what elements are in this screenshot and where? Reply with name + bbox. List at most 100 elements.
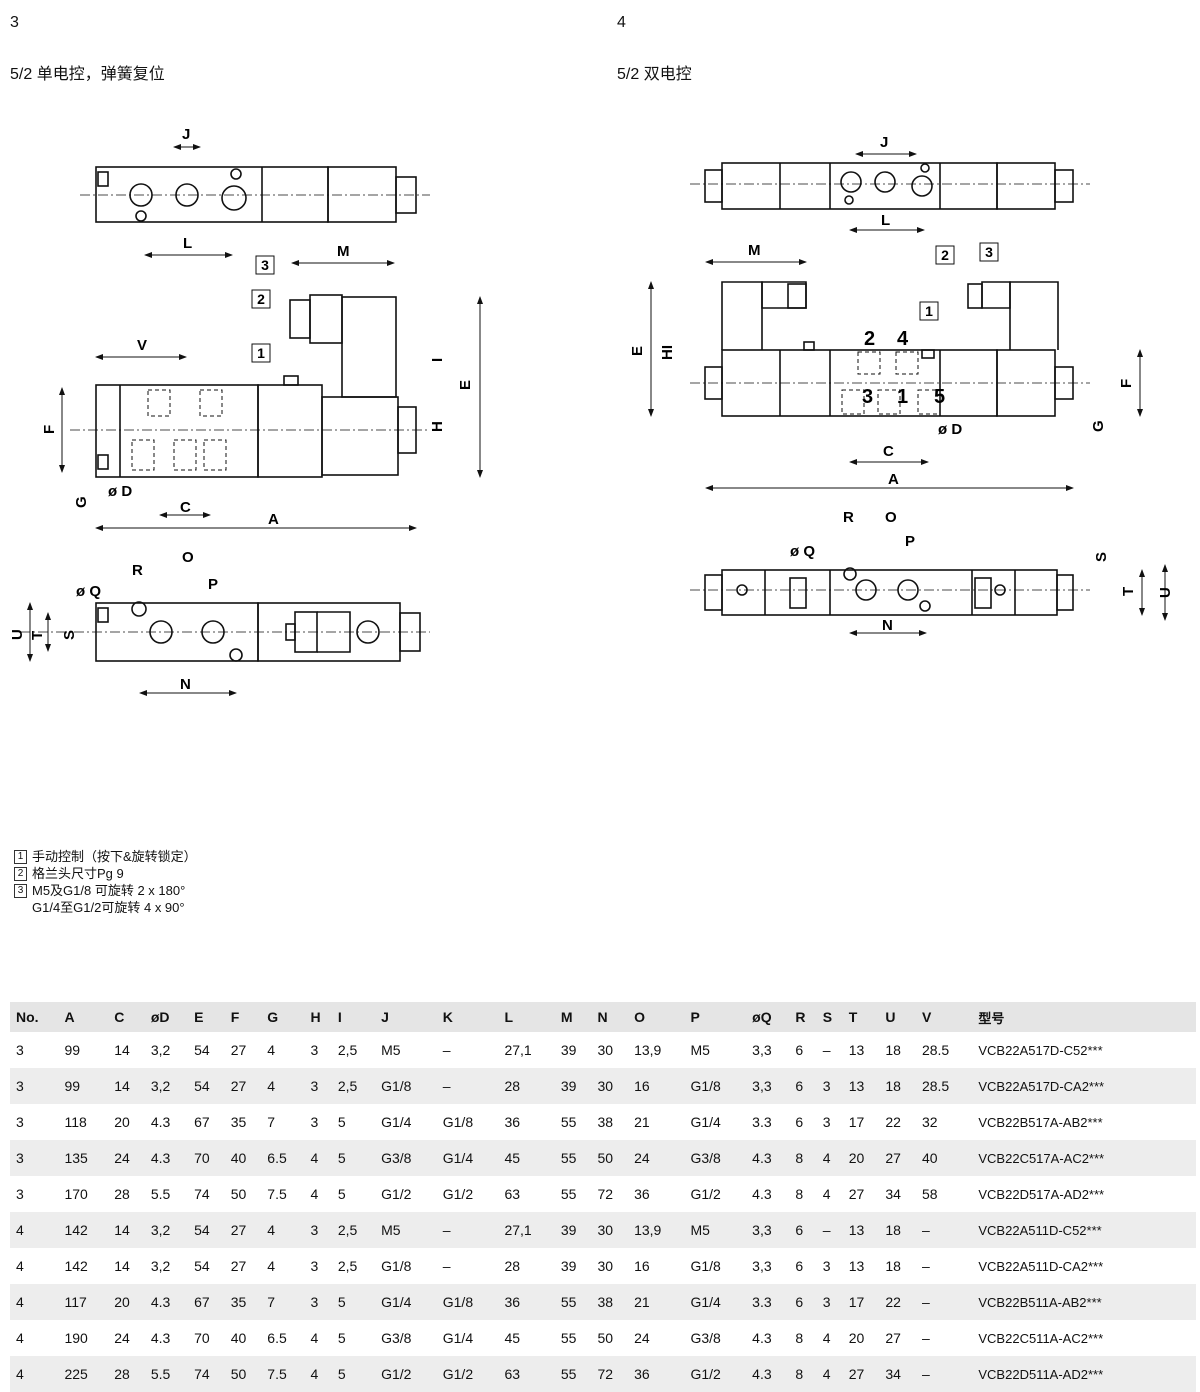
table-cell: G1/4 [436, 1140, 499, 1176]
table-cell: 7 [267, 1114, 276, 1130]
table-cell: 24 [634, 1330, 650, 1346]
table-cell: 4 [16, 1258, 24, 1274]
table-cell: 34 [885, 1186, 901, 1202]
port-1: 1 [897, 386, 908, 408]
table-cell: 63 [498, 1356, 555, 1392]
column-header: N [591, 1002, 629, 1032]
s4-top-view [690, 162, 1090, 210]
column-header: F [224, 1002, 262, 1032]
table-cell: 30 [591, 1068, 629, 1104]
table-cell: 18 [885, 1258, 901, 1274]
port-numbers: 2 4 3 1 5 [862, 328, 945, 408]
table-cell: 3,2 [150, 1258, 171, 1274]
port-3: 3 [862, 386, 873, 408]
table-cell: 7 [261, 1284, 305, 1320]
table-cell: 3.3 [746, 1284, 790, 1320]
s3-bottom-view [20, 601, 430, 662]
table-cell: G3/8 [684, 1140, 747, 1176]
table-cell: 2,5 [337, 1258, 358, 1274]
table-cell: 50 [597, 1330, 614, 1346]
column-header: M [554, 1002, 592, 1032]
s4-label-e: E [629, 346, 646, 356]
column-header: L [498, 1002, 555, 1032]
table-cell: 30 [591, 1212, 629, 1248]
s3-label-m: M [337, 243, 350, 260]
column-header: A [58, 1002, 109, 1032]
s4-label-n: N [882, 617, 893, 634]
table-cell: 28.5 [921, 1042, 950, 1058]
table-cell: G1/2 [375, 1356, 437, 1392]
section-4-title: 5/2 双电控 [617, 66, 692, 83]
table-cell: 35 [230, 1114, 247, 1130]
table-cell: G1/4 [442, 1330, 474, 1346]
table-cell: 39 [560, 1258, 577, 1274]
table-cell: 3,2 [150, 1042, 171, 1058]
table-cell: 8 [795, 1186, 804, 1202]
table-cell: M5 [381, 1042, 401, 1058]
dimension-labels: J L M V E I H F G ø D C A R O P ø Q N U … [9, 126, 1174, 693]
s3-label-a: A [268, 511, 279, 528]
table-cell: 3 [16, 1114, 24, 1130]
s3-label-t: T [29, 631, 46, 640]
s3-callout-2: 2 [257, 291, 265, 307]
callouts: 3 2 1 2 3 1 [251, 242, 999, 363]
s3-label-p: P [208, 576, 218, 593]
column-header: O [628, 1002, 685, 1032]
column-header: T [842, 1002, 880, 1032]
table-cell: 24 [628, 1140, 685, 1176]
table-cell: G3/8 [690, 1330, 721, 1346]
table-cell: 13 [848, 1258, 865, 1274]
port-5: 5 [934, 386, 945, 408]
column-header: øQ [746, 1002, 790, 1032]
table-cell: 21 [628, 1284, 685, 1320]
table-cell: 13 [842, 1212, 880, 1248]
table-cell: 2,5 [331, 1068, 376, 1104]
table-cell: 36 [634, 1186, 650, 1202]
s3-label-i: I [429, 358, 446, 362]
table-cell: 225 [58, 1356, 109, 1392]
table-cell: 6 [795, 1114, 804, 1130]
table-cell: G1/4 [690, 1114, 721, 1130]
table-cell: VCB22D511A-AD2*** [972, 1356, 1196, 1392]
table-cell: 4 [261, 1212, 305, 1248]
table-cell: 14 [114, 1042, 130, 1058]
table-cell: 6 [789, 1212, 817, 1248]
s3-front-view [70, 294, 430, 478]
table-cell: 28.5 [915, 1068, 973, 1104]
table-cell: 7.5 [261, 1356, 305, 1392]
table-cell: 27 [885, 1330, 901, 1346]
table-cell: 24 [108, 1140, 145, 1176]
table-cell: 3,2 [144, 1068, 189, 1104]
table-cell: 22 [879, 1284, 916, 1320]
table-cell: 4.3 [746, 1356, 790, 1392]
s4-label-p: P [905, 533, 915, 550]
table-cell: 27 [230, 1042, 247, 1058]
table-cell: 3,2 [144, 1212, 189, 1248]
table-cell: 17 [848, 1114, 865, 1130]
table-cell: 3,3 [752, 1042, 772, 1058]
s4-label-q: ø Q [790, 543, 815, 560]
table-cell: 27,1 [504, 1042, 532, 1058]
table-cell: 4 [816, 1356, 843, 1392]
s3-label-h: H [429, 421, 446, 432]
table-cell: M5 [690, 1042, 710, 1058]
table-cell: 3 [816, 1068, 843, 1104]
table-cell: 50 [230, 1186, 247, 1202]
column-header: E [188, 1002, 225, 1032]
table-cell: 4 [261, 1068, 305, 1104]
table-cell: 5 [331, 1284, 376, 1320]
table-cell: 36 [628, 1356, 685, 1392]
s4-label-a: A [888, 471, 899, 488]
s3-label-r: R [132, 562, 143, 579]
table-cell: 27 [842, 1356, 880, 1392]
table-cell: G3/8 [375, 1140, 437, 1176]
table-cell: 20 [108, 1284, 145, 1320]
